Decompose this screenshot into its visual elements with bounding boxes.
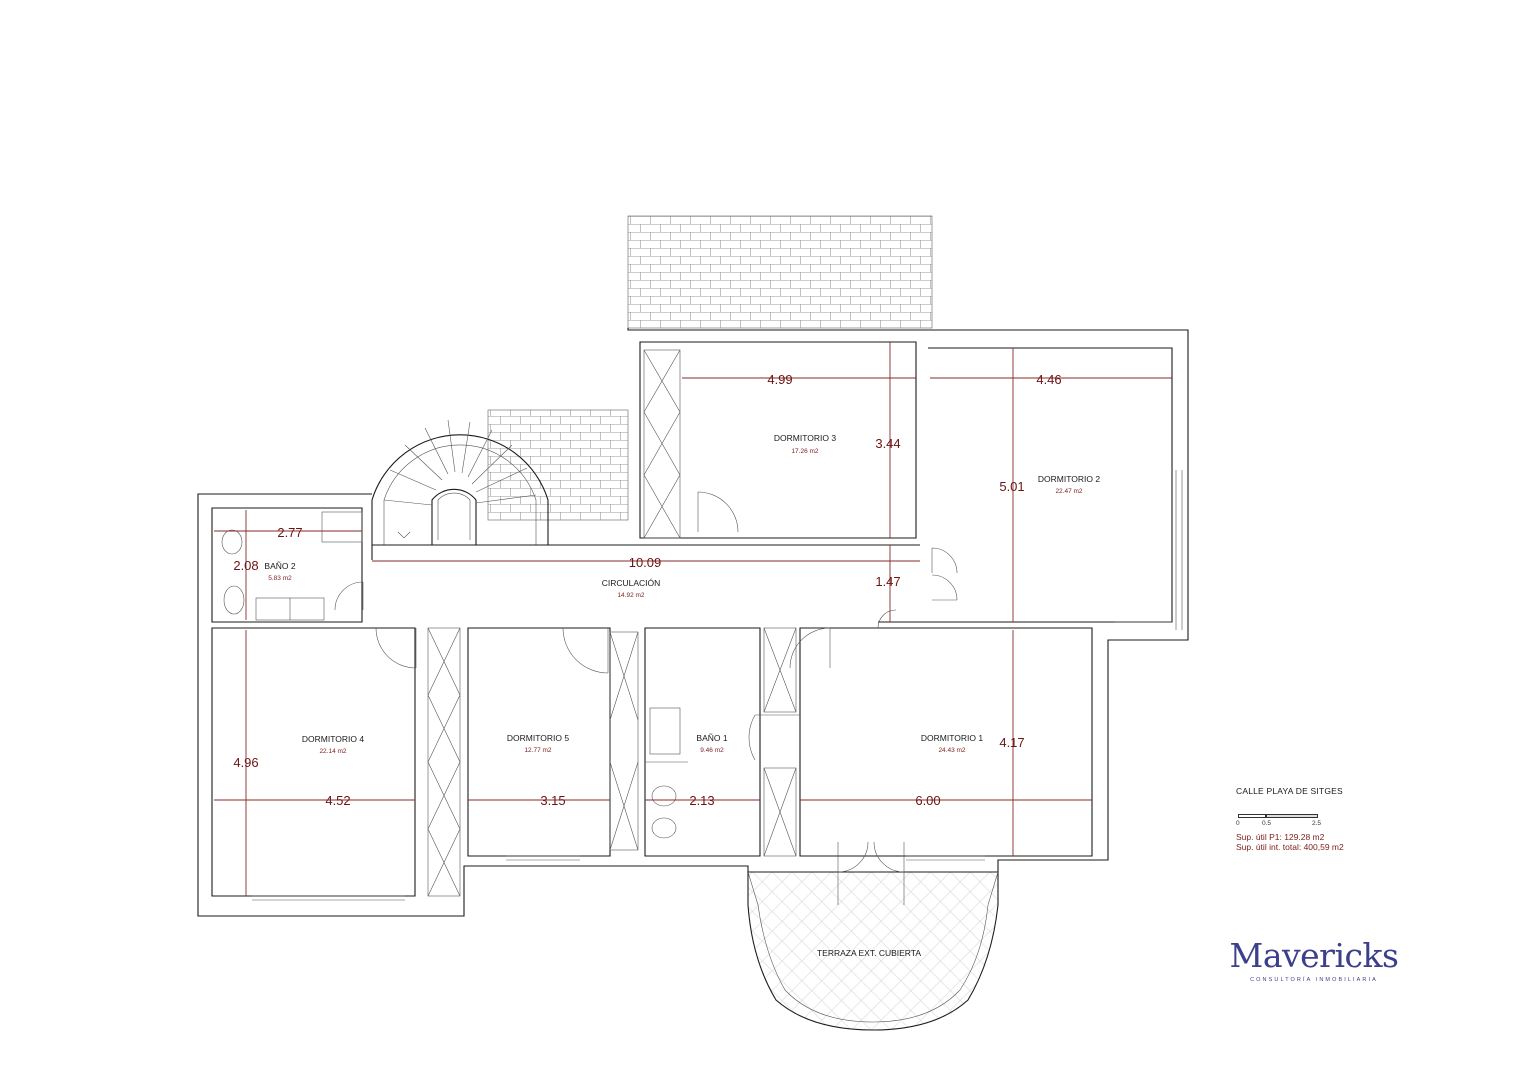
dimension-labels: 4.99 3.44 4.46 5.01 2.77 2.08 10.09 1.47… bbox=[233, 372, 1061, 808]
room-area-bano-2: 5.83 m2 bbox=[268, 575, 292, 582]
room-name-dormitorio-2: DORMITORIO 2 bbox=[1038, 474, 1100, 484]
room-name-bano-1: BAÑO 1 bbox=[696, 733, 727, 743]
room-name-dormitorio-1: DORMITORIO 1 bbox=[921, 733, 983, 743]
useful-surface-total: Sup. útil int. total: 400,59 m2 bbox=[1236, 842, 1344, 852]
roof-tiles bbox=[487, 215, 933, 521]
dimension-d2-width: 4.46 bbox=[1036, 372, 1061, 387]
scale-label: 2.5 bbox=[1312, 820, 1322, 827]
dimension-d3-width: 4.99 bbox=[767, 372, 792, 387]
scale-bar: 0 0.5 2.5 bbox=[1236, 814, 1436, 832]
dimension-d3-depth: 3.44 bbox=[875, 436, 900, 451]
room-name-dormitorio-4: DORMITORIO 4 bbox=[302, 734, 364, 744]
wardrobes bbox=[427, 349, 797, 897]
room-name-circulacion: CIRCULACIÓN bbox=[602, 578, 661, 588]
room-labels: DORMITORIO 3 17.26 m2 DORMITORIO 2 22.47… bbox=[264, 433, 1100, 958]
dimension-circ-length: 10.09 bbox=[629, 555, 662, 570]
room-area-dormitorio-4: 22.14 m2 bbox=[319, 748, 346, 755]
scale-label: 0.5 bbox=[1262, 820, 1272, 827]
dimension-d4-depth: 4.96 bbox=[233, 755, 258, 770]
bathroom-fixtures bbox=[221, 511, 688, 839]
doors bbox=[334, 491, 958, 905]
room-area-dormitorio-3: 17.26 m2 bbox=[791, 448, 818, 455]
spiral-staircase bbox=[371, 419, 549, 546]
room-area-dormitorio-5: 12.77 m2 bbox=[524, 747, 551, 754]
dimension-d5-width: 3.15 bbox=[540, 793, 565, 808]
room-name-dormitorio-3: DORMITORIO 3 bbox=[774, 433, 836, 443]
terrace bbox=[747, 871, 999, 1031]
room-name-bano-2: BAÑO 2 bbox=[264, 561, 295, 571]
dimension-b2-depth: 2.08 bbox=[233, 558, 258, 573]
plan-legend: CALLE PLAYA DE SITGES 0 0.5 2.5 Sup. úti… bbox=[1236, 786, 1436, 852]
dimension-d1-depth: 4.17 bbox=[999, 735, 1024, 750]
walls bbox=[197, 328, 1189, 917]
dimension-lines bbox=[214, 342, 1172, 896]
dimension-b2-width: 2.77 bbox=[277, 525, 302, 540]
scale-label: 0 bbox=[1236, 820, 1240, 827]
room-area-dormitorio-1: 24.43 m2 bbox=[938, 747, 965, 754]
room-area-dormitorio-2: 22.47 m2 bbox=[1055, 488, 1082, 495]
street-name: CALLE PLAYA DE SITGES bbox=[1236, 786, 1343, 796]
dimension-d4-width: 4.52 bbox=[325, 793, 350, 808]
room-area-bano-1: 9.46 m2 bbox=[700, 747, 724, 754]
scale-segment bbox=[1238, 814, 1266, 818]
dimension-circ-width: 1.47 bbox=[875, 574, 900, 589]
room-area-circulacion: 14.92 m2 bbox=[617, 592, 644, 599]
brand-name: Mavericks bbox=[1229, 936, 1399, 975]
dimension-d1-width: 6.00 bbox=[915, 793, 940, 808]
brand-tagline: CONSULTORÍA INMOBILIARIA bbox=[1250, 977, 1378, 983]
dimension-d2-depth: 5.01 bbox=[999, 479, 1024, 494]
brand-logo: Mavericks CONSULTORÍA INMOBILIARIA bbox=[1228, 936, 1400, 984]
useful-surface-p1: Sup. útil P1: 129.28 m2 bbox=[1236, 832, 1325, 842]
scale-segment bbox=[1266, 814, 1318, 818]
dimension-b1-width: 2.13 bbox=[689, 793, 714, 808]
room-name-dormitorio-5: DORMITORIO 5 bbox=[507, 733, 569, 743]
room-name-terraza: TERRAZA EXT. CUBIERTA bbox=[817, 948, 921, 958]
